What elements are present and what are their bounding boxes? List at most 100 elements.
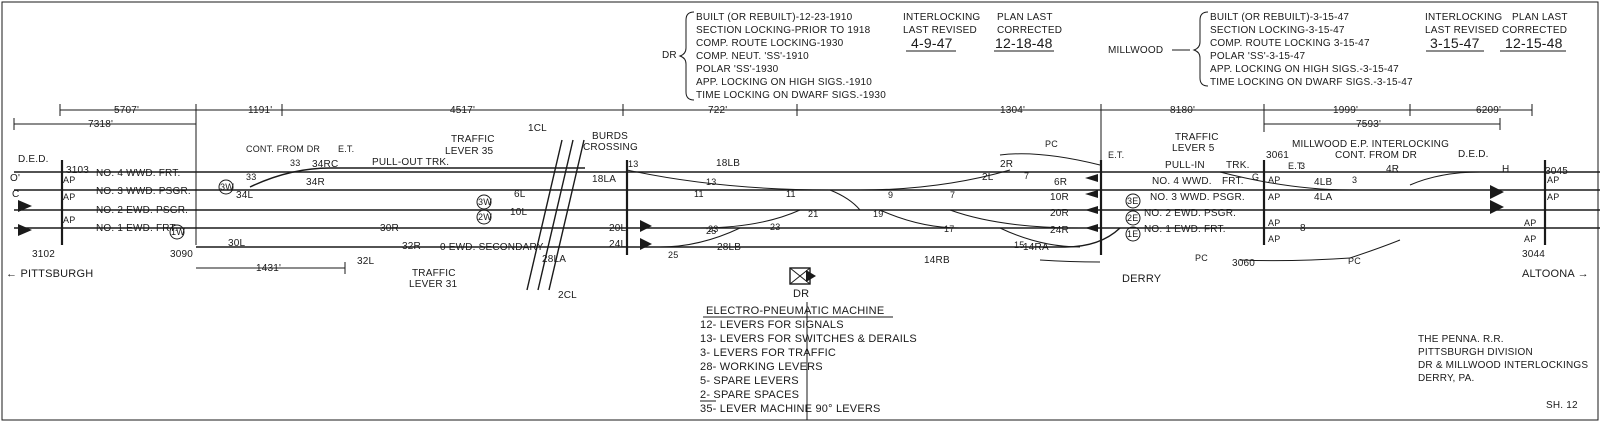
circuit-label: 2W	[478, 212, 492, 222]
signal-head	[640, 220, 652, 232]
distance-label: 7593'	[1356, 119, 1381, 130]
track-label-secondary: 0 EWD. SECONDARY	[440, 242, 544, 253]
dr-item: SECTION LOCKING-PRIOR TO 1918	[696, 25, 871, 36]
machine-line: 5- SPARE LEVERS	[700, 375, 799, 387]
lever-label: 20R	[1050, 208, 1069, 219]
track-secondary	[196, 227, 1121, 248]
dr-plan-header: PLAN LAST	[997, 12, 1053, 23]
ap-mark: AP	[1547, 192, 1559, 202]
h-mark: H	[1502, 164, 1509, 175]
track-circuit-markers: 3W 1W 3W 2W 3E 2E 1E	[169, 179, 1141, 242]
millwood-item: BUILT (OR REBUILT)-3-15-47	[1210, 12, 1349, 23]
machine-line: 28- WORKING LEVERS	[700, 361, 823, 373]
pc-mark: PC	[1045, 139, 1058, 149]
switch-label: 9	[888, 190, 893, 200]
dr-plan-date: 12-18-48	[995, 35, 1053, 51]
title-line: THE PENNA. R.R.	[1418, 334, 1504, 345]
distance-label: 6209'	[1476, 105, 1501, 116]
siding	[1219, 171, 1351, 191]
crossover	[949, 209, 1081, 229]
dr-interlocking-date: 4-9-47	[911, 35, 953, 51]
ap-mark: AP	[1524, 218, 1536, 228]
pittsburgh-label: ← PITTSBURGH	[6, 268, 93, 280]
signal-number: 3090	[170, 249, 193, 260]
distance-label: 1431'	[256, 263, 281, 274]
et-mark: E.T.	[338, 144, 354, 154]
lever-label: 32L	[357, 256, 375, 267]
traffic-lever-35-number: LEVER 35	[445, 146, 494, 157]
distance-label: 1191'	[248, 105, 272, 116]
switch-label: 3	[1300, 161, 1305, 171]
signal-head	[1490, 200, 1504, 214]
switch-label: 17	[944, 224, 954, 234]
track-label-frt: FRT.	[1222, 176, 1244, 187]
siding	[1039, 259, 1101, 263]
ap-mark: AP	[63, 215, 75, 225]
millwood-brace	[1192, 11, 1209, 87]
track-label-no3: NO. 3 WWD. PSGR.	[96, 186, 191, 197]
millwood-corrected-header: CORRECTED	[1502, 25, 1567, 36]
millwood-interlocking-header: INTERLOCKING	[1425, 12, 1502, 23]
circuit-label: 2E	[1127, 213, 1138, 223]
signal-head	[1085, 174, 1098, 182]
switch-label: 13	[706, 177, 716, 187]
millwood-plan-date: 12-15-48	[1505, 35, 1563, 51]
signal-head	[1085, 206, 1098, 214]
ap-mark: AP	[63, 192, 75, 202]
ap-mark: AP	[1268, 175, 1280, 185]
lever-label: 2L	[982, 172, 994, 183]
ap-mark: AP	[1524, 234, 1536, 244]
millwood-interlocking-date: 3-15-47	[1430, 35, 1480, 51]
siding	[999, 153, 1101, 166]
lever-label: 24R	[1050, 225, 1069, 236]
switch-label: 23	[708, 224, 718, 234]
millwood-last-revised-header: LAST REVISED	[1425, 25, 1499, 36]
burds-crossing-line	[548, 139, 585, 291]
lever-label: 33	[290, 158, 300, 168]
lever-labels: 34RC 34R 34L 30L 30R 32R 32L 33 33 1CL 2…	[228, 123, 1399, 301]
traffic-lever-35-title: TRAFFIC	[451, 134, 495, 145]
lever-label: 2R	[1000, 159, 1013, 170]
signal-number: 3045	[1545, 166, 1568, 177]
track-labels: NO. 4 WWD. FRT. NO. 3 WWD. PSGR. NO. 2 E…	[96, 157, 1250, 253]
dr-brace	[678, 11, 695, 101]
switch-label: 25	[668, 250, 678, 260]
lever-label: 6R	[1054, 177, 1067, 188]
switch-label: 7	[950, 190, 955, 200]
traffic-lever-labels: TRAFFIC LEVER 35 TRAFFIC LEVER 31 TRAFFI…	[409, 132, 1219, 290]
ap-mark: AP	[1547, 175, 1559, 185]
lever-label: 1CL	[528, 123, 547, 134]
switch-label: 25	[706, 226, 716, 236]
distance-label: 1999'	[1333, 105, 1358, 116]
lever-label: 18LB	[716, 158, 740, 169]
lever-label: 34R	[306, 177, 325, 188]
et-mark: E.T.	[1108, 150, 1124, 160]
misc-marks: D.E.D. D.E.D. E.T. E.T. E.T. PC PC PC H …	[10, 139, 1559, 266]
track-label-no1-right: NO. 1 EWD. FRT.	[1144, 224, 1226, 235]
track-label-no2: NO. 2 EWD. PSGR.	[96, 205, 188, 216]
millwood-plan-header: PLAN LAST	[1512, 12, 1568, 23]
siding	[1239, 239, 1401, 262]
machine-block: ELECTRO-PNEUMATIC MACHINE 12- LEVERS FOR…	[700, 305, 917, 415]
circuit-label: 1W	[171, 227, 185, 237]
lever-label: 8	[1300, 223, 1306, 234]
dimension-lines: 5707' 7318' 1191' 4517' 722' 1304' 8180'…	[13, 104, 1533, 274]
title-block: THE PENNA. R.R. PITTSBURGH DIVISION DR &…	[1418, 334, 1588, 411]
dr-item: TIME LOCKING ON DWARF SIGS.-1930	[696, 90, 886, 101]
dr-tower-label: DR	[793, 288, 809, 300]
place-labels: ← PITTSBURGH ALTOONA → DERRY BURDS CROSS…	[6, 131, 1589, 285]
track-label-trk: TRK.	[1226, 160, 1250, 171]
lever-label: 30L	[228, 238, 246, 249]
lever-label: 14RA	[1023, 242, 1049, 253]
ded-left: D.E.D.	[18, 154, 49, 165]
machine-title: ELECTRO-PNEUMATIC MACHINE	[706, 305, 884, 317]
traffic-lever-5-title: TRAFFIC	[1175, 132, 1219, 143]
lever-label: 24L	[609, 239, 627, 250]
switch-label: 15	[1014, 240, 1024, 250]
sheet-number: SH. 12	[1546, 400, 1578, 411]
traffic-lever-31-title: TRAFFIC	[412, 268, 456, 279]
dr-item: BUILT (OR REBUILT)-12-23-1910	[696, 12, 853, 23]
dr-corrected-header: CORRECTED	[997, 25, 1062, 36]
lever-label: 33	[246, 172, 256, 182]
